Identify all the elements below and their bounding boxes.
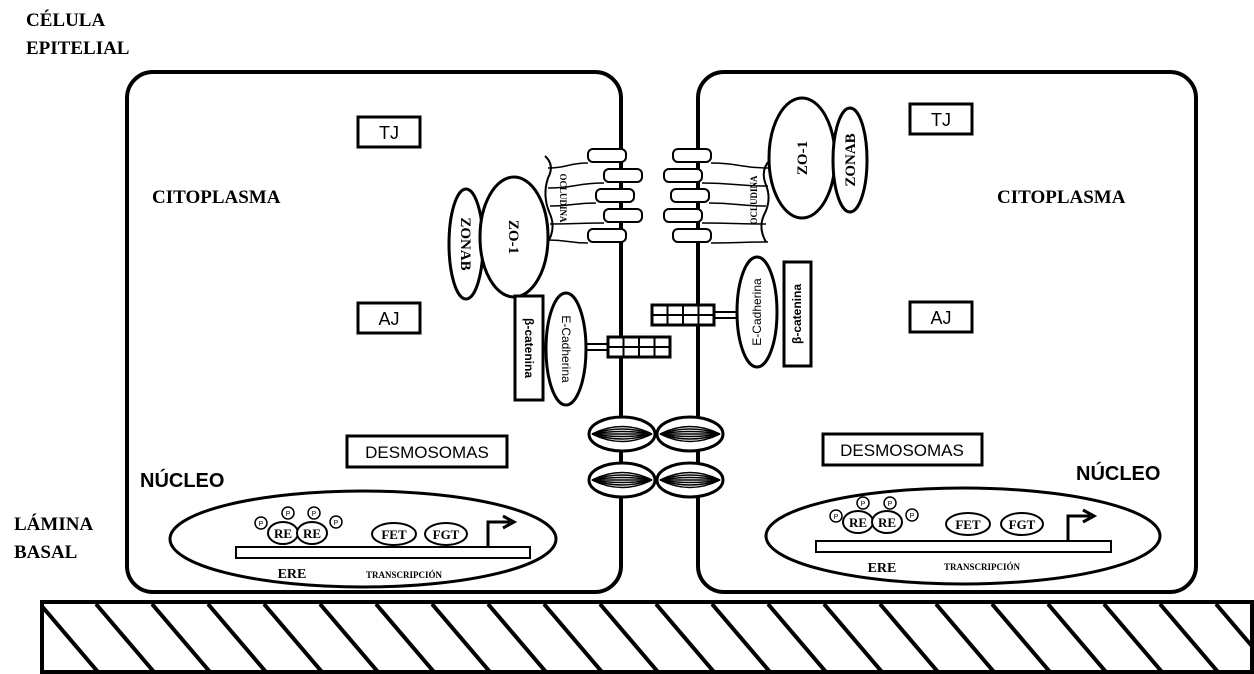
left-beta-catenina-box (513, 294, 545, 402)
left-zonab-label: ZONAB (457, 217, 473, 270)
tj-strand (603, 208, 643, 223)
left-phosphate-2 (281, 506, 295, 520)
right-aj-box (908, 300, 974, 334)
svg-text:RE: RE (303, 526, 321, 541)
basal-label-line-2: BASAL (14, 542, 77, 563)
right-e-cadherina-label: E-Cadherina (750, 278, 764, 346)
tj-strand (663, 168, 703, 183)
desmosome (655, 461, 725, 499)
tj-strand (672, 148, 712, 163)
left-occludina-label: OCLUDINA (558, 173, 568, 223)
title-line-2: EPITELIAL (26, 38, 129, 59)
left-ere-label: ERE (278, 567, 307, 582)
desmosome (655, 415, 725, 453)
svg-text:RE: RE (849, 515, 867, 530)
desmosome-plaques (587, 415, 725, 499)
right-fgt (1000, 512, 1044, 536)
right-phosphate-3 (883, 496, 897, 510)
right-re-2 (871, 510, 903, 534)
svg-text:RE: RE (878, 515, 896, 530)
svg-text:P: P (834, 514, 839, 521)
left-desmosomas-label: DESMOSOMAS (365, 443, 489, 462)
right-phosphate-1 (829, 509, 843, 523)
basal-lamina (40, 600, 1254, 674)
left-desmosomas-box (345, 434, 509, 469)
tj-strand (663, 208, 703, 223)
right-occludina-label: OCLUDINA (749, 175, 759, 225)
tj-strand (595, 188, 635, 203)
right-phosphate-2 (856, 496, 870, 510)
right-ere-label: ERE (868, 561, 897, 576)
right-nucleo-label: NÚCLEO (1076, 461, 1160, 485)
right-tj-label: TJ (931, 110, 951, 130)
left-zo1-label: ZO-1 (505, 220, 521, 254)
title-line-1: CÉLULA (26, 9, 105, 31)
adherens-junctions (586, 303, 737, 359)
right-desmosomas-box (821, 432, 984, 467)
svg-text:FGT: FGT (433, 527, 460, 542)
left-nucleus (168, 489, 558, 589)
left-e-cadherina-label: E-Cadherina (559, 315, 573, 383)
right-beta-catenina-box (782, 260, 813, 368)
right-citoplasma-label: CITOPLASMA (997, 187, 1126, 208)
left-tj-label: TJ (379, 123, 399, 143)
right-tj-box (908, 102, 974, 136)
right-occludina-bracket (760, 159, 771, 243)
tj-strand (672, 228, 712, 243)
left-transcription-arrow (486, 520, 510, 546)
left-aj-label: AJ (378, 309, 399, 329)
svg-text:P: P (259, 521, 264, 528)
left-citoplasma-label: CITOPLASMA (152, 187, 281, 208)
left-phosphate-4 (329, 515, 343, 529)
svg-text:FET: FET (955, 517, 981, 532)
svg-text:FET: FET (381, 527, 407, 542)
svg-text:P: P (888, 501, 893, 508)
right-cell-membrane (696, 70, 1198, 594)
tight-junction-strands (547, 148, 769, 244)
right-fet (945, 512, 991, 536)
svg-text:RE: RE (274, 526, 292, 541)
left-nucleo-label: NÚCLEO (140, 468, 224, 492)
right-zonab-shape (831, 106, 869, 214)
right-phosphate-4 (905, 508, 919, 522)
right-beta-catenina-label: β-catenina (790, 284, 804, 344)
tj-strand (587, 228, 627, 243)
right-transcripcion-label: TRANSCRIPCIÓN (944, 562, 1021, 572)
left-dna-strand (235, 546, 531, 559)
left-aj-box (356, 301, 422, 335)
left-fgt (424, 522, 468, 546)
svg-text:P: P (334, 520, 339, 527)
svg-text:P: P (312, 511, 317, 518)
right-transcription-arrow (1066, 514, 1090, 540)
basal-label-line-1: LÁMINA (14, 513, 93, 535)
right-desmosomas-label: DESMOSOMAS (840, 441, 964, 460)
left-fet (371, 522, 417, 546)
tj-strand (670, 188, 710, 203)
svg-text:FGT: FGT (1009, 517, 1036, 532)
left-phosphate-3 (307, 506, 321, 520)
tj-strand (587, 148, 627, 163)
desmosome (587, 461, 657, 499)
svg-text:P: P (910, 513, 915, 520)
right-zonab-label: ZONAB (843, 133, 859, 186)
left-phosphate-1 (254, 516, 268, 530)
tj-strand (603, 168, 643, 183)
right-dna-strand (815, 540, 1112, 553)
left-transcripcion-label: TRANSCRIPCIÓN (366, 570, 443, 580)
left-cell-membrane (125, 70, 623, 594)
right-zo1-label: ZO-1 (795, 141, 811, 175)
desmosome (587, 415, 657, 453)
left-beta-catenina-label: β-catenina (522, 318, 536, 378)
svg-text:P: P (286, 511, 291, 518)
left-re-2 (296, 521, 328, 545)
left-tj-box (356, 115, 422, 149)
svg-text:P: P (861, 501, 866, 508)
right-aj-label: AJ (930, 308, 951, 328)
left-occludina-bracket (544, 155, 554, 243)
